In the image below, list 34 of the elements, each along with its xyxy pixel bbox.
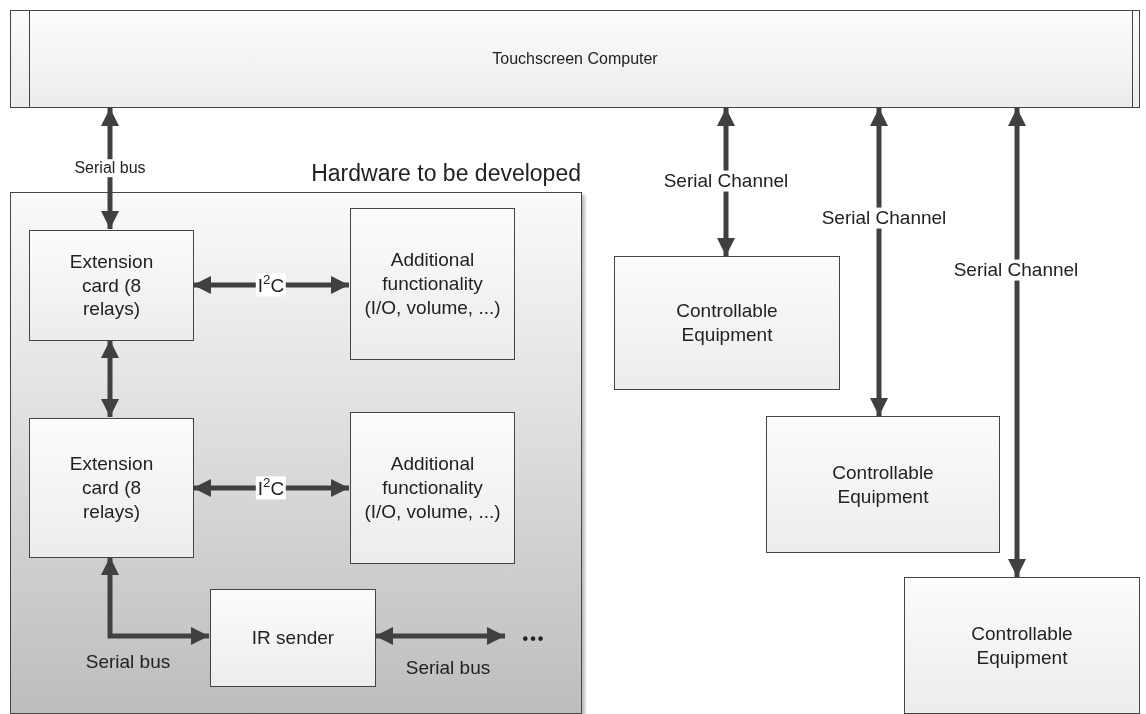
double-arrow [870, 108, 888, 416]
process-box [210, 589, 376, 687]
node-label: Extension card (8 relays) [68, 249, 155, 322]
edge-label: Serial bus [84, 651, 172, 673]
group-title: Hardware to be developed [311, 159, 581, 188]
double-arrow [717, 108, 735, 256]
node-label: Additional functionality (I/O, volume, ...) [363, 248, 502, 320]
edge-label: I$^{2}$C [255, 476, 287, 500]
node-label: Extension card (8 relays) [68, 452, 155, 524]
process-box [350, 208, 515, 360]
double-arrow [101, 108, 119, 229]
edge-label: Serial bus [404, 657, 492, 679]
process-box [29, 418, 194, 558]
double-arrow [101, 557, 209, 645]
double-arrow [193, 276, 349, 294]
double-arrow [1008, 108, 1026, 577]
node-label: Additional functionality (I/O, volume, ...) [363, 452, 502, 524]
edge-label: I$^{2}$C [255, 273, 287, 297]
node-label: Controllable Equipment [831, 460, 935, 509]
edge-label: Serial bus [72, 159, 148, 177]
process-box [29, 230, 194, 341]
double-arrow [193, 479, 349, 497]
double-arrow [101, 340, 119, 417]
process-box [614, 256, 840, 390]
process-box [904, 577, 1140, 714]
process-box [766, 416, 1000, 553]
double-arrow [375, 627, 505, 645]
node-label: Touchscreen Computer [491, 49, 659, 69]
node-label: Controllable Equipment [970, 621, 1074, 670]
process-box [350, 412, 515, 564]
computer-box [10, 10, 1140, 108]
ellipsis: ••• [521, 629, 547, 649]
node-label: Controllable Equipment [675, 299, 779, 347]
node-label: IR sender [250, 626, 336, 650]
